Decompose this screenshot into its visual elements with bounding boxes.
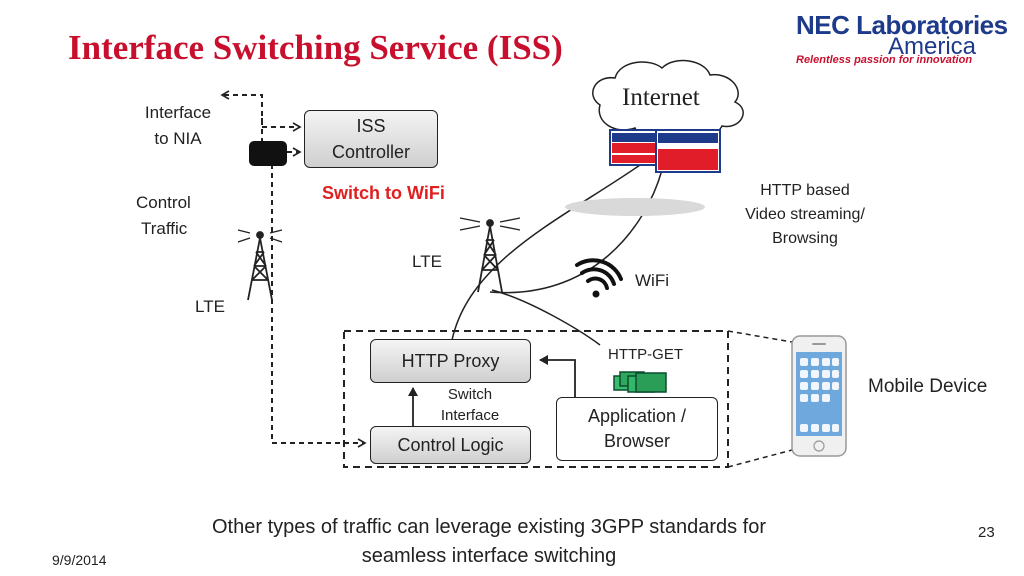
page-number: 23 [978, 524, 995, 541]
iss-controller-line-2: Controller [331, 142, 411, 162]
logo-tagline: Relentless passion for innovation [796, 54, 973, 66]
device-boundary [343, 330, 729, 468]
server-rack-icon [609, 129, 721, 173]
interface-to-nia-line-1: Interface [144, 103, 212, 122]
lte-center-label: LTE [412, 252, 442, 271]
mobile-phone-icon [791, 335, 847, 457]
wifi-icon [575, 258, 623, 298]
switch-to-wifi-label: Switch to WiFi [322, 183, 445, 203]
http-proxy-box: HTTP Proxy [370, 339, 531, 383]
lte-left-label: LTE [195, 297, 225, 316]
lte-tower-left-icon [237, 229, 283, 301]
footer-line-2: seamless interface switching [361, 545, 617, 567]
http-get-label: HTTP-GET [608, 346, 683, 363]
logo-line-2: America [888, 33, 977, 60]
application-browser-line-1: Application / [587, 406, 687, 426]
device-callout-line [727, 330, 793, 343]
control-traffic-label: Control Traffic [136, 190, 191, 242]
interface-to-nia-label: Interface to NIA [128, 100, 228, 152]
internet-label: Internet [622, 84, 700, 111]
iss-controller-box: ISS Controller [304, 110, 438, 168]
switch-interface-label: Switch Interface [430, 384, 510, 426]
lte-tower-center-icon [459, 217, 521, 293]
logo-line-1: NEC Laboratories [796, 10, 1008, 40]
http-based-line-3: Browsing [772, 230, 838, 247]
wifi-label: WiFi [635, 271, 669, 290]
http-based-label: HTTP based Video streaming/ Browsing [722, 179, 888, 251]
nia-module-icon [249, 141, 287, 166]
http-based-line-2: Video streaming/ [745, 206, 865, 223]
interface-to-nia-line-2: to NIA [154, 129, 202, 148]
footer-line-1: Other types of traffic can leverage exis… [212, 516, 766, 538]
http-get-arrow [539, 355, 576, 398]
switch-interface-line-2: Interface [440, 407, 500, 424]
packet-icons [613, 371, 667, 393]
iss-controller-line-1: ISS [356, 116, 386, 136]
slide-title: Interface Switching Service (ISS) [68, 28, 563, 67]
application-browser-box: Application / Browser [556, 397, 718, 461]
control-traffic-line-2: Traffic [141, 219, 188, 238]
switch-interface-line-1: Switch [447, 386, 493, 403]
application-browser-line-2: Browser [603, 431, 670, 451]
slide-date: 9/9/2014 [52, 552, 107, 568]
network-links [451, 164, 663, 346]
control-logic-box: Control Logic [370, 426, 531, 464]
mobile-device-label: Mobile Device [868, 376, 988, 397]
footer-text: Other types of traffic can leverage exis… [150, 513, 828, 571]
control-traffic-line-1: Control [136, 193, 191, 212]
http-based-line-1: HTTP based [760, 182, 850, 199]
access-point-disc [565, 198, 705, 216]
